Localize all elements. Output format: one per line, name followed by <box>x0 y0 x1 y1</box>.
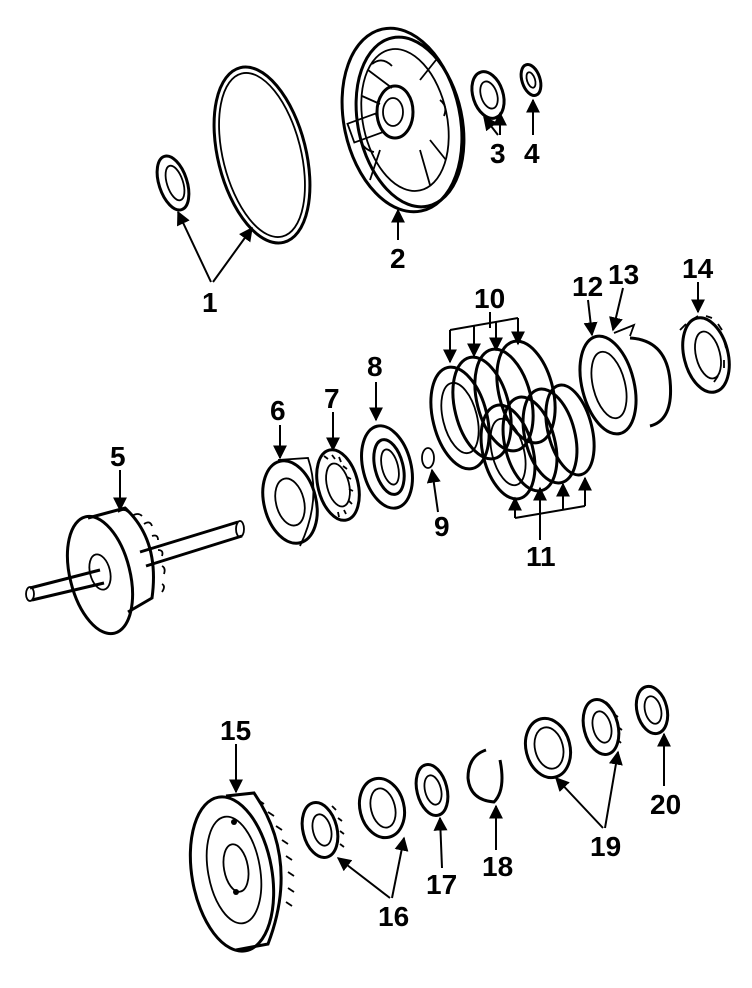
part-2-pump-assembly <box>340 26 466 214</box>
callout-labels: 1 2 3 4 5 6 7 8 9 10 11 12 13 14 15 16 1… <box>110 138 714 932</box>
callout-1: 1 <box>202 287 218 318</box>
callout-15: 15 <box>220 715 251 746</box>
callout-11: 11 <box>526 541 556 572</box>
part-6-race <box>261 457 319 547</box>
part-15-gear <box>188 791 295 953</box>
callout-8: 8 <box>367 351 383 382</box>
callout-13: 13 <box>608 259 639 290</box>
leader-lines <box>113 98 705 899</box>
part-8-seal <box>360 424 414 510</box>
part-20-washer <box>634 684 670 736</box>
callout-20: 20 <box>650 789 681 820</box>
part-19-bearing <box>581 698 623 756</box>
part-16-seal <box>357 776 407 840</box>
part-4-washer <box>519 63 543 97</box>
callout-6: 6 <box>270 395 286 426</box>
part-18-snap-ring <box>466 748 504 804</box>
callout-3: 3 <box>490 138 506 169</box>
part-10-11-clutch-pack <box>429 339 596 501</box>
callout-7: 7 <box>324 383 340 414</box>
callout-16: 16 <box>378 901 409 932</box>
part-14-gear-hub <box>679 315 731 394</box>
part-3-bearing <box>470 70 506 120</box>
callout-14: 14 <box>682 253 714 284</box>
part-16-bearing <box>300 801 345 859</box>
part-17-washer <box>414 763 450 817</box>
part-1-o-ring <box>212 65 312 245</box>
callout-10: 10 <box>474 283 505 314</box>
part-1-seal <box>155 154 191 212</box>
part-12-backing-plate <box>578 334 638 436</box>
callout-18: 18 <box>482 851 513 882</box>
callout-4: 4 <box>524 138 540 169</box>
callout-9: 9 <box>434 511 450 542</box>
part-9-o-ring <box>421 447 435 469</box>
callout-19: 19 <box>590 831 621 862</box>
callout-12: 12 <box>572 271 603 302</box>
callout-2: 2 <box>390 243 406 274</box>
callout-17: 17 <box>426 869 457 900</box>
callout-5: 5 <box>110 441 126 472</box>
part-5-shaft-drum <box>25 506 245 636</box>
part-19-seal <box>523 716 573 780</box>
